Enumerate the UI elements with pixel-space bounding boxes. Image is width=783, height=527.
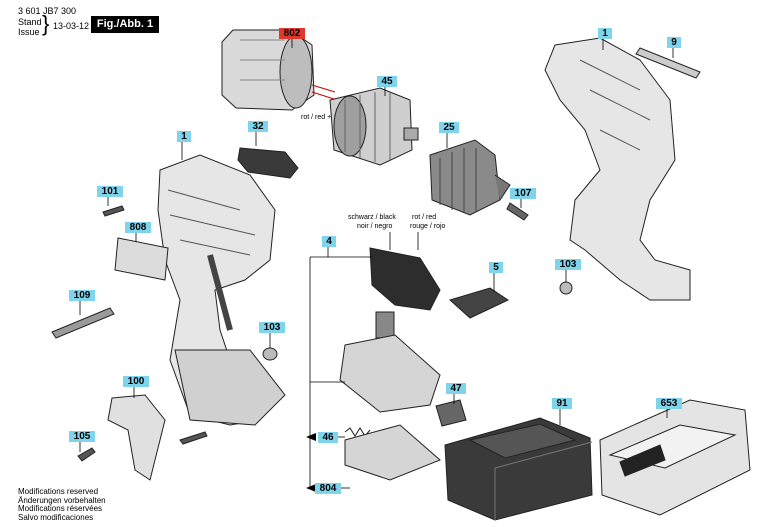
part-tag-101: 101: [97, 186, 123, 197]
part-tag-804: 804: [315, 483, 341, 494]
charger-illustration: [599, 399, 751, 516]
part-tag-107: 107: [510, 188, 536, 199]
bit-109-illustration: [51, 307, 115, 339]
part-tag-46: 46: [318, 432, 338, 443]
red-wire-label-1: rot / red: [412, 214, 437, 221]
footer-line-de: Änderungen vorbehalten: [18, 495, 106, 505]
part-tag-4: 4: [322, 236, 336, 247]
part-tag-808: 808: [125, 222, 151, 233]
motor-illustration: [221, 29, 336, 111]
contact-plate-804-illustration: [344, 424, 441, 481]
part-32-illustration: [237, 147, 299, 179]
part-tag-105: 105: [69, 431, 95, 442]
nut-103-right-illustration: [559, 281, 573, 295]
part-tag-25: 25: [439, 122, 459, 133]
screw-107-illustration: [506, 202, 529, 221]
part-tag-103-left: 103: [259, 322, 285, 333]
motor-wire-label: rot / red +: [301, 114, 332, 121]
issue-date: 13-03-12: [53, 21, 90, 31]
part-5-illustration: [449, 287, 510, 319]
part-tag-1-left: 1: [177, 131, 191, 142]
footer-line-fr: Modifications réservées: [18, 504, 103, 513]
part-tag-1-top: 1: [598, 28, 612, 39]
left-housing-illustration: [157, 154, 286, 426]
part-tag-100: 100: [123, 376, 149, 387]
red-wire-label-2: rouge / rojo: [410, 223, 446, 230]
label-808-illustration: [114, 237, 169, 281]
figure-title: Fig./Abb. 1: [91, 16, 159, 33]
footer-line-es: Salvo modificaciones: [18, 512, 94, 522]
part-tag-802: 802: [279, 28, 305, 39]
leader-lines: [79, 38, 674, 489]
part-tag-47: 47: [446, 383, 466, 394]
part-tag-109: 109: [69, 290, 95, 301]
leader-arrowheads: [306, 433, 316, 492]
part-tag-32: 32: [248, 121, 268, 132]
part-tag-5: 5: [489, 262, 503, 273]
gearbox-illustration: [329, 87, 419, 166]
footer-notes: Modifications reserved Änderungen vorbeh…: [18, 487, 106, 522]
chuck-illustration: [429, 139, 511, 216]
switch-illustration: [339, 247, 441, 413]
part-47-illustration: [435, 399, 467, 427]
clip-100-illustration: [107, 394, 166, 481]
stand-label: Stand: [18, 17, 42, 27]
black-wire-label-2: noir / negro: [357, 223, 393, 230]
right-housing-illustration: [544, 37, 691, 301]
part-tag-45: 45: [377, 76, 397, 87]
black-wire-label-1: schwarz / black: [348, 214, 396, 221]
issue-label: Issue: [18, 27, 40, 37]
header-brace: }: [42, 11, 50, 36]
part-tag-653: 653: [656, 398, 682, 409]
battery-illustration: [444, 417, 593, 521]
nut-103-left-illustration: [262, 347, 278, 361]
part-tag-9: 9: [667, 37, 681, 48]
screw-101-illustration: [102, 205, 125, 217]
part-tag-91: 91: [552, 398, 572, 409]
footer-line-en: Modifications reserved: [18, 487, 99, 496]
part-tag-103-right: 103: [555, 259, 581, 270]
part-number: 3 601 JB7 300: [18, 6, 77, 16]
part-9-illustration: [635, 47, 701, 79]
